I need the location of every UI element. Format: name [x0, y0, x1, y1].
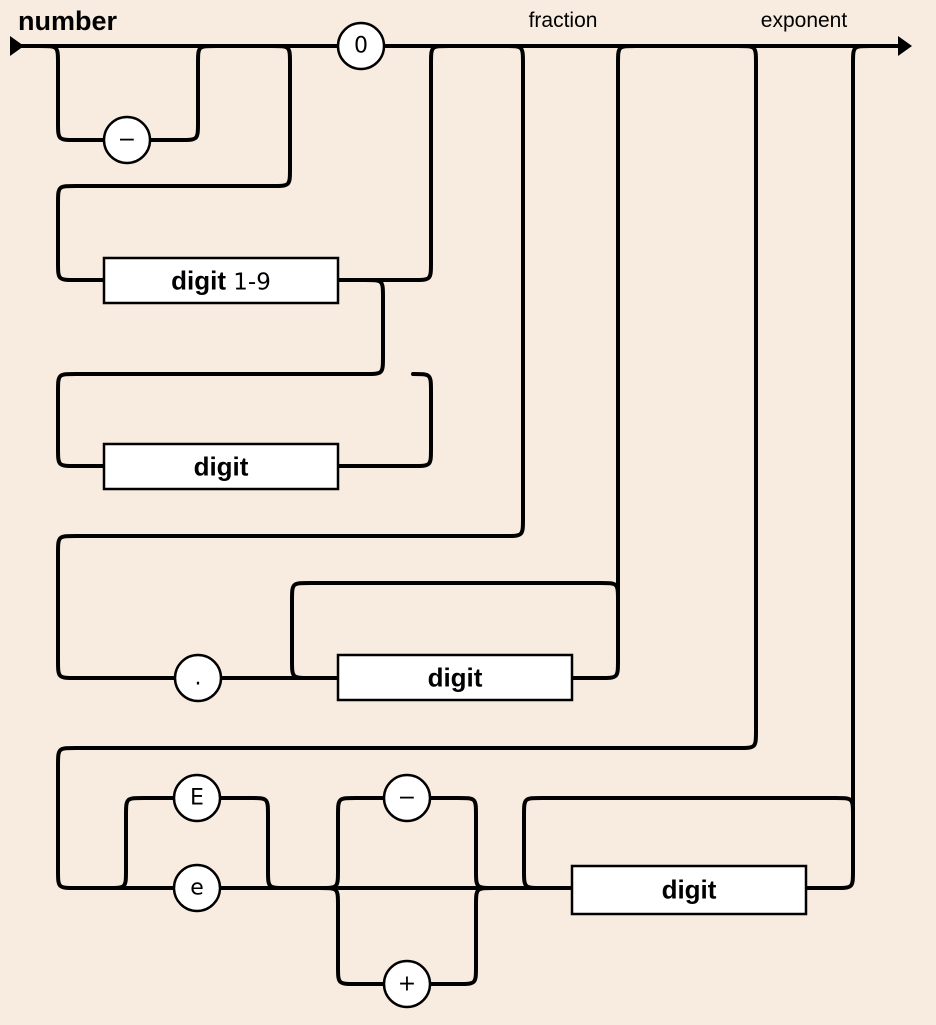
int-digit-box: [102, 442, 340, 491]
minus-terminal-label: −: [117, 127, 137, 153]
exp-digit-box: [570, 864, 808, 916]
end-arrow-icon: [898, 36, 912, 56]
int-digit-label: digit: [193, 451, 249, 482]
exp-upper-terminal: [172, 773, 222, 823]
int-branch-rail: [56, 44, 292, 282]
digit-1-9-range: 1-9: [233, 269, 271, 296]
minus-terminal: [102, 115, 152, 165]
digits-connector-rail: [56, 278, 385, 468]
start-arrow-icon: [10, 36, 24, 56]
decimal-point-terminal: [173, 653, 223, 703]
exp-lower-label: e: [190, 875, 204, 901]
exp-upper-label: E: [190, 785, 204, 811]
fraction-label: fraction: [528, 9, 598, 32]
exp-digit-label: digit: [661, 874, 717, 905]
exp-lower-terminal: [172, 863, 222, 913]
exponent-branch-rail: [56, 44, 758, 890]
digit-1-9-label: digit 1-9: [171, 266, 271, 297]
decimal-point-label: .: [194, 665, 202, 691]
exponent-label: exponent: [760, 9, 848, 32]
exp-digit-loop-rail: [522, 796, 855, 890]
fraction-branch-rail: [56, 44, 525, 680]
fraction-digit-label: digit: [427, 662, 483, 693]
exp-plus-terminal: [382, 959, 432, 1009]
zero-terminal-label: 0: [354, 33, 368, 59]
int-digit-loop-rail: [336, 372, 433, 468]
fraction-digit-loop-rail: [290, 581, 620, 680]
diagram-title: number: [18, 6, 118, 36]
exp-plus-label: +: [397, 971, 417, 997]
exp-minus-terminal: [382, 773, 432, 823]
fraction-digit-box: [336, 653, 574, 702]
exponent-return-rail: [851, 44, 873, 818]
exp-minus-label: −: [397, 785, 417, 811]
fraction-return-rail: [616, 44, 638, 603]
zero-terminal: [336, 21, 386, 71]
digit-1-9-name: digit: [171, 265, 227, 296]
digit-1-9-box: [102, 256, 340, 305]
int-rejoin-rail: [336, 44, 451, 282]
